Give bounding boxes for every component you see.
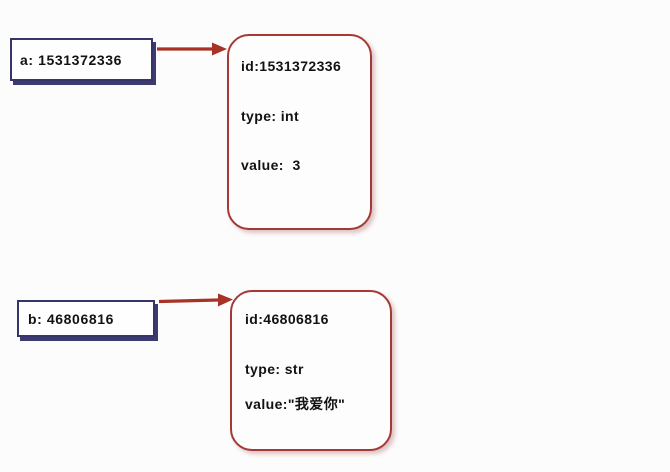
variable-box-a: a: 1531372336 [10, 38, 153, 81]
variable-box-b: b: 46806816 [17, 300, 155, 337]
object-a-value-line: value: 3 [241, 157, 301, 173]
object-b-id-line: id:46806816 [245, 311, 329, 327]
arrowhead-icon [212, 42, 227, 56]
variable-a-label: a: 1531372336 [20, 51, 122, 68]
object-a-id-line: id:1531372336 [241, 58, 342, 74]
object-box-str: id:46806816 type: str value:"我爱你" [230, 290, 392, 451]
object-b-value-line: value:"我爱你" [245, 396, 346, 412]
variable-b-label: b: 46806816 [28, 310, 114, 327]
object-a-type-line: type: int [241, 108, 300, 124]
arrow-a-to-object [157, 42, 227, 56]
object-box-int: id:1531372336 type: int value: 3 [227, 34, 372, 230]
object-b-type-line: type: str [245, 361, 304, 377]
arrow-b-to-object [158, 293, 233, 307]
